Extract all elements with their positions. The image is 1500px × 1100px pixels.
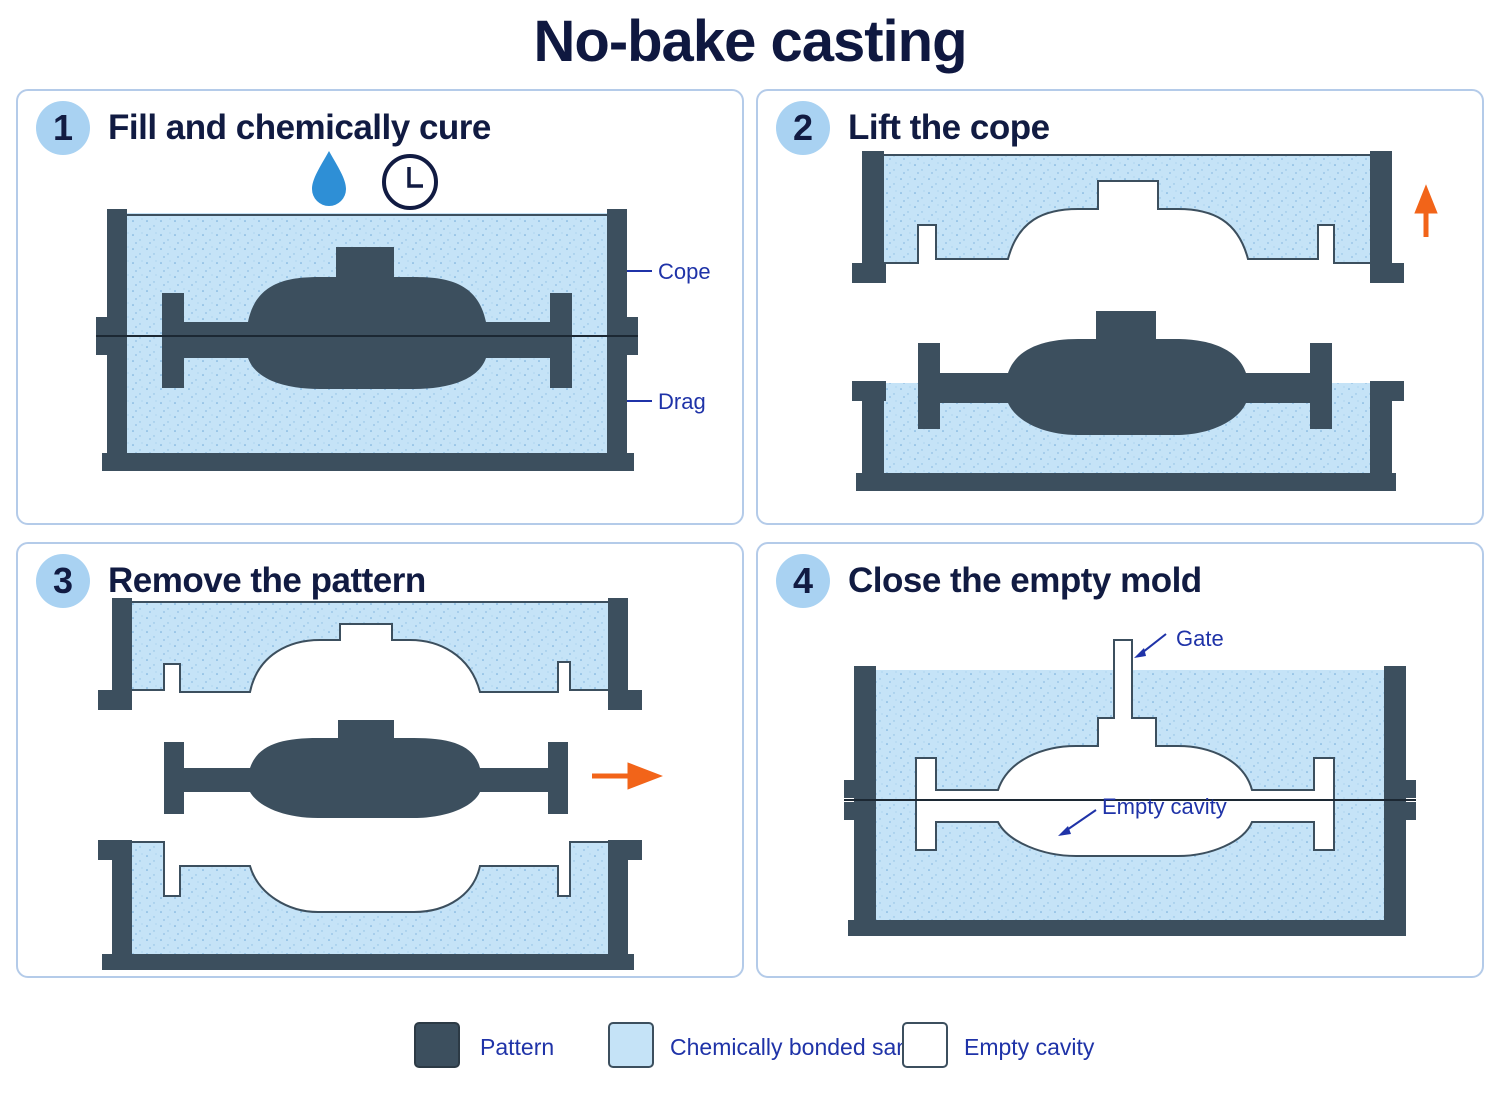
- page-title: No-bake casting: [533, 9, 968, 74]
- clock-icon: [382, 154, 438, 210]
- closed-mold: [844, 639, 1416, 936]
- gate-label: Gate: [1176, 626, 1224, 651]
- step-panel-3: 3 Remove the pattern: [16, 542, 744, 978]
- step-title: Remove the pattern: [108, 561, 426, 600]
- cope-half: [852, 151, 1404, 283]
- legend-swatch-pattern: [414, 1022, 460, 1068]
- legend: Pattern Chemically bonded sand Empty cav…: [414, 1022, 1094, 1072]
- up-arrow-icon: [1414, 184, 1438, 237]
- empty-cavity: [915, 639, 1335, 857]
- right-arrow-icon: [592, 762, 663, 790]
- step-panel-1: 1 Fill and chemically cure Cope: [16, 89, 744, 525]
- drag-half: [98, 840, 642, 970]
- step-panel-4: 4 Close the empty mold Ga: [756, 542, 1484, 978]
- drag-label: Drag: [658, 389, 706, 414]
- legend-label: Chemically bonded sand: [670, 1034, 922, 1060]
- drag-half: [852, 311, 1404, 491]
- step-title: Lift the cope: [848, 108, 1050, 147]
- step-number-badge: 4: [776, 554, 830, 608]
- step-title: Fill and chemically cure: [108, 108, 491, 147]
- step-number-badge: 1: [36, 101, 90, 155]
- step-title: Close the empty mold: [848, 561, 1202, 600]
- droplet-icon: [312, 151, 346, 206]
- step-number-badge: 3: [36, 554, 90, 608]
- step-panel-2: 2 Lift the cope: [756, 89, 1484, 525]
- legend-label: Pattern: [480, 1034, 555, 1060]
- pattern: [164, 720, 568, 818]
- cope-half: [98, 598, 642, 710]
- step-number-badge: 2: [776, 101, 830, 155]
- pattern: [162, 247, 572, 389]
- cope-label: Cope: [658, 259, 711, 284]
- legend-swatch-cavity: [902, 1022, 948, 1068]
- legend-swatch-sand: [608, 1022, 654, 1068]
- cavity-label: Empty cavity: [1102, 794, 1227, 819]
- pattern: [918, 311, 1332, 435]
- mold-cope-and-drag: [96, 209, 638, 471]
- legend-label: Empty cavity: [964, 1034, 1095, 1060]
